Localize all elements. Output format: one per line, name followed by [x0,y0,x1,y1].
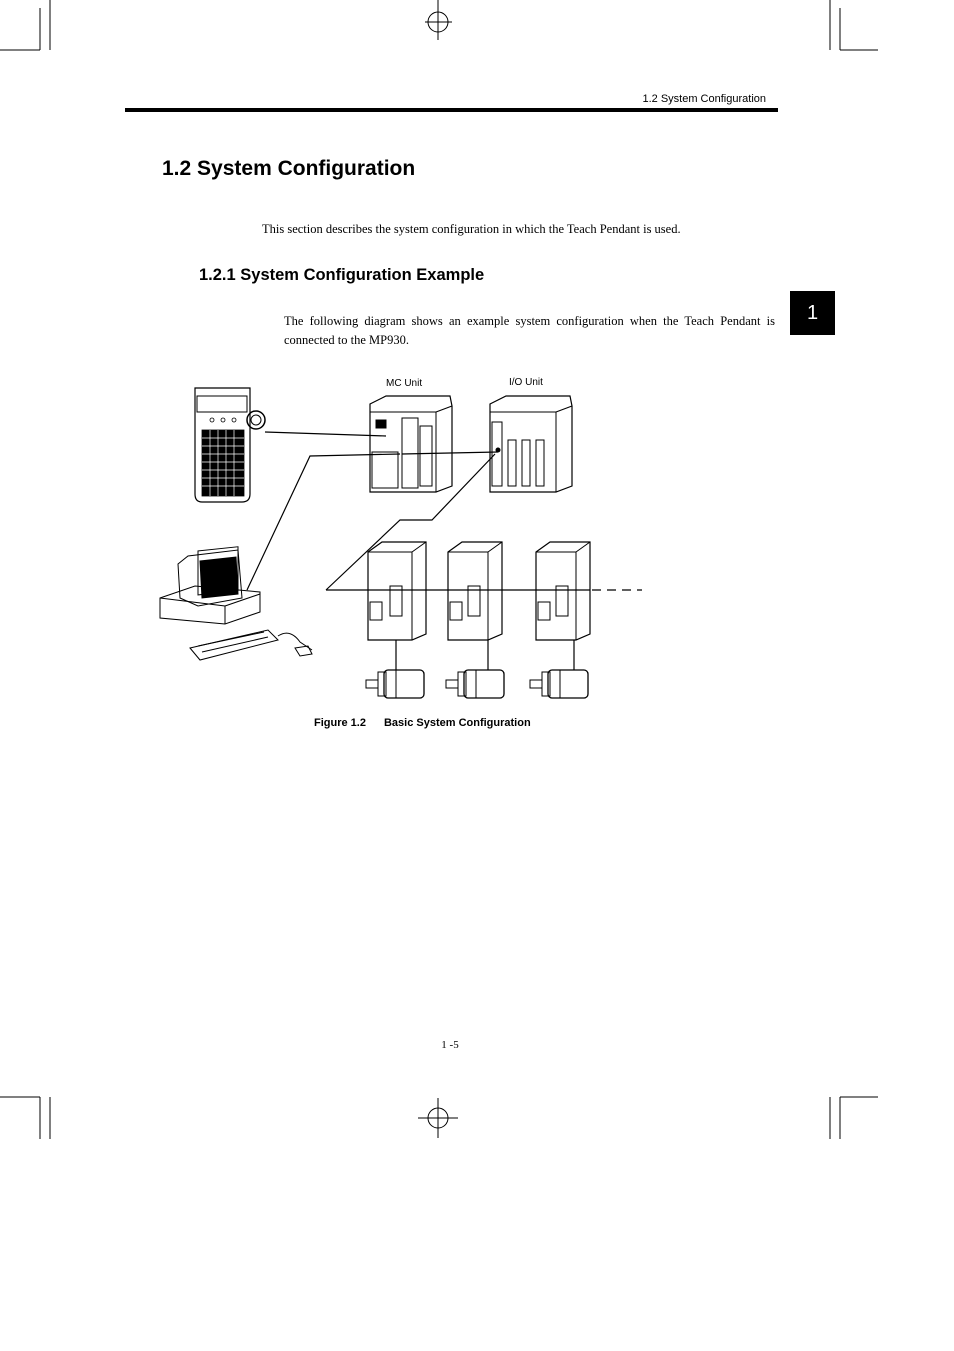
section-title: 1.2 System Configuration [162,157,416,180]
servomotor-3 [529,669,589,699]
chapter-tab: 1 [790,291,835,335]
body-paragraph: The following diagram shows an example s… [284,314,775,347]
running-header: 1.2 System Configuration [642,93,766,105]
io-unit [489,395,573,493]
intro-text: This section describes the system config… [262,222,681,236]
servomotor-1 [365,669,425,699]
personal-computer [159,546,313,661]
system-configuration-diagram: MC Unit I/O Unit [159,377,642,699]
servopack-3 [535,541,591,641]
io-unit-label: I/O Unit [509,377,543,388]
page-number: 1 -5 [441,1039,459,1051]
teach-pendant [194,387,266,503]
servopack-2 [447,541,503,641]
subsection-title: 1.2.1 System Configuration Example [199,266,485,284]
figure-title: Basic System Configuration [383,717,531,729]
servopack-1 [367,541,427,641]
figure-caption: Figure 1.2 Basic System Configuration [314,717,531,729]
figure-number: Figure 1.2 [314,717,366,729]
servomotor-2 [445,669,505,699]
cables [246,431,642,670]
header-rule [125,108,778,112]
mc-unit-label: MC Unit [386,378,422,389]
mc-unit [369,395,453,493]
